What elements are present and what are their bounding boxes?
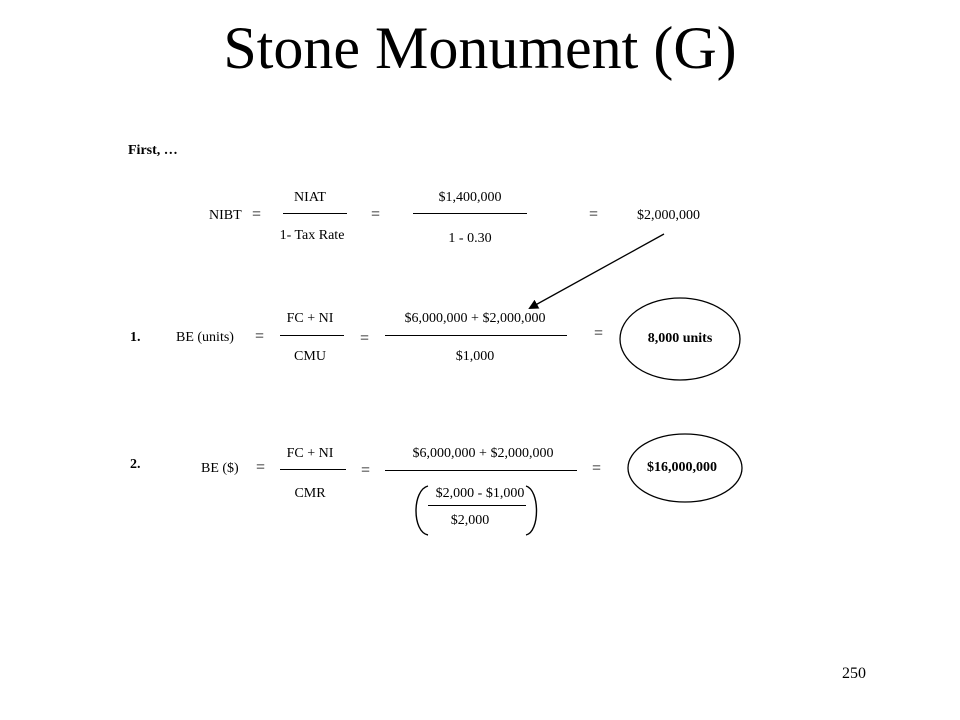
nibt-value-fraction-bar — [413, 213, 527, 214]
intro-text: First, … — [128, 143, 178, 158]
row2-value-denominator-top: $2,000 - $1,000 — [435, 486, 525, 501]
row2-value-fraction-bar — [385, 470, 577, 471]
nibt-fraction-bar — [283, 213, 347, 214]
row1-equals-3: = — [594, 325, 604, 342]
nibt-equals-3: = — [589, 206, 599, 223]
row2-result-circle — [627, 433, 743, 503]
page-number: 250 — [842, 665, 866, 682]
row2-fraction-bar — [280, 469, 346, 470]
row2-denominator: CMR — [294, 486, 326, 501]
row1-label: BE (units) — [176, 330, 234, 345]
row1-result-circle — [619, 297, 741, 381]
row1-number: 1. — [130, 330, 141, 345]
row2-equals-2: = — [361, 462, 371, 479]
row2-number: 2. — [130, 457, 141, 472]
row1-fraction-bar — [280, 335, 344, 336]
nibt-equals-1: = — [252, 206, 262, 223]
row2-label: BE ($) — [201, 461, 239, 476]
row1-value-denominator: $1,000 — [455, 349, 495, 364]
nibt-numerator: NIAT — [294, 190, 326, 205]
row2-value-denominator-bottom: $2,000 — [450, 513, 490, 528]
row1-result: 8,000 units — [647, 331, 713, 346]
row1-equals-2: = — [360, 330, 370, 347]
nibt-value-numerator: $1,400,000 — [438, 190, 502, 205]
nibt-result: $2,000,000 — [637, 208, 700, 223]
row2-numerator: FC + NI — [286, 446, 334, 461]
row1-equals-1: = — [255, 328, 265, 345]
carry-over-arrow — [528, 233, 665, 309]
slide-title: Stone Monument (G) — [223, 15, 737, 81]
row1-numerator: FC + NI — [286, 311, 334, 326]
row2-equals-3: = — [592, 460, 602, 477]
nibt-equals-2: = — [371, 206, 381, 223]
nibt-value-denominator: 1 - 0.30 — [448, 231, 492, 246]
left-bracket — [415, 485, 429, 536]
right-bracket — [525, 485, 538, 536]
row2-equals-1: = — [256, 459, 266, 476]
row2-value-numerator: $6,000,000 + $2,000,000 — [412, 446, 554, 461]
nibt-label: NIBT — [209, 208, 242, 223]
nibt-denominator: 1- Tax Rate — [279, 228, 345, 243]
row2-inner-fraction-bar — [428, 505, 526, 506]
row1-value-numerator: $6,000,000 + $2,000,000 — [404, 311, 546, 326]
row2-result: $16,000,000 — [647, 460, 717, 475]
row1-value-fraction-bar — [385, 335, 567, 336]
row1-denominator: CMU — [294, 349, 326, 364]
